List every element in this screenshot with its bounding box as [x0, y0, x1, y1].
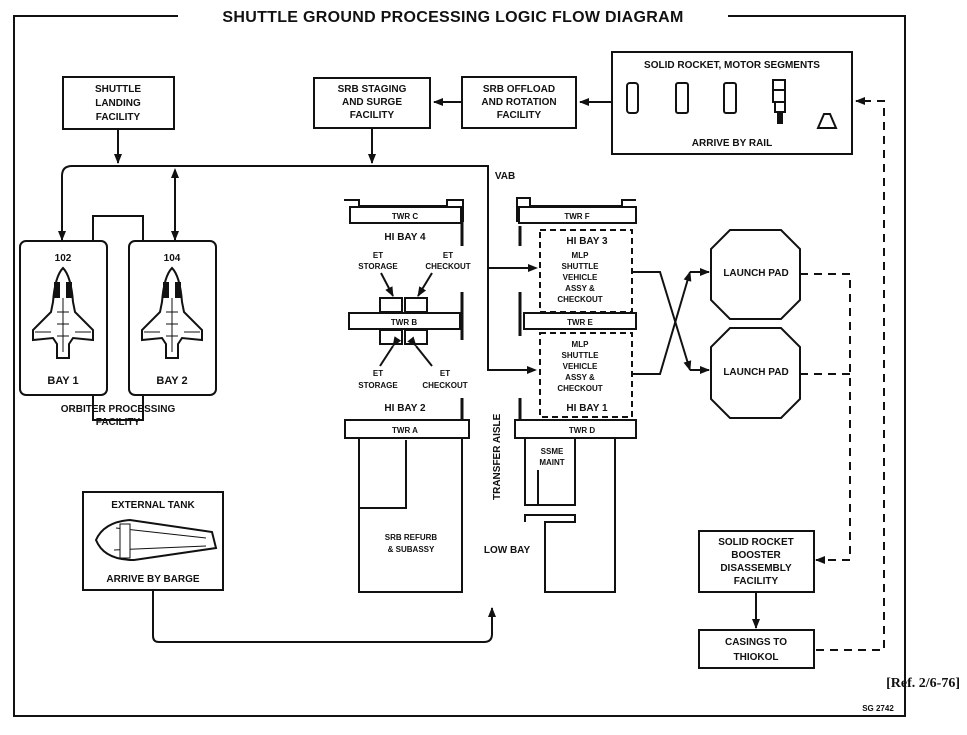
- svg-text:HI BAY 3: HI BAY 3: [566, 236, 608, 247]
- launch-pad-1: LAUNCH PAD: [710, 229, 801, 320]
- svg-text:SRB STAGING: SRB STAGING: [338, 84, 407, 95]
- svg-text:HI BAY 1: HI BAY 1: [566, 403, 608, 414]
- svg-text:FACILITY: FACILITY: [734, 576, 779, 587]
- svg-text:TWR B: TWR B: [391, 318, 417, 327]
- svg-text:STORAGE: STORAGE: [358, 262, 398, 271]
- svg-text:BOOSTER: BOOSTER: [731, 550, 781, 561]
- svg-text:SRB OFFLOAD: SRB OFFLOAD: [483, 84, 555, 95]
- svg-text:LAUNCH PAD: LAUNCH PAD: [723, 367, 788, 378]
- svg-text:TWR D: TWR D: [569, 426, 595, 435]
- svg-text:& SUBASSY: & SUBASSY: [388, 545, 435, 554]
- svg-text:DISASSEMBLY: DISASSEMBLY: [720, 563, 792, 574]
- svg-text:TWR A: TWR A: [392, 426, 418, 435]
- svg-text:TWR F: TWR F: [564, 212, 589, 221]
- branch-to-bay-1: [58, 165, 73, 241]
- svg-text:SHUTTLE: SHUTTLE: [562, 262, 600, 271]
- svg-text:SRB REFURB: SRB REFURB: [385, 533, 438, 542]
- svg-text:VEHICLE: VEHICLE: [563, 273, 598, 282]
- svg-text:SHUTTLE: SHUTTLE: [562, 351, 600, 360]
- svg-text:THIOKOL: THIOKOL: [734, 652, 779, 663]
- external-tank: EXTERNAL TANK ARRIVE BY BARGE: [82, 491, 224, 591]
- svg-text:BAY 1: BAY 1: [47, 375, 78, 387]
- svg-text:104: 104: [164, 253, 181, 264]
- pad1-to-disassembly: [800, 273, 851, 560]
- srm-nozzle-icon: [816, 113, 838, 129]
- svg-text:TWR C: TWR C: [392, 212, 418, 221]
- reference-note: [Ref. 2/6-76]: [886, 676, 960, 691]
- vab-label: VAB: [495, 171, 515, 182]
- diagram-title: SHUTTLE GROUND PROCESSING LOGIC FLOW DIA…: [222, 9, 683, 26]
- svg-text:ARRIVE BY BARGE: ARRIVE BY BARGE: [106, 574, 199, 585]
- svg-text:FACILITY: FACILITY: [96, 112, 141, 123]
- orbiter-icon: [32, 266, 94, 359]
- svg-text:SSME: SSME: [541, 447, 564, 456]
- svg-text:TWR E: TWR E: [567, 318, 593, 327]
- casings-to-thiokol: CASINGS TO THIOKOL: [698, 629, 815, 669]
- arrow-hibay1-to-pad1: [632, 271, 692, 375]
- svg-text:ET: ET: [443, 251, 453, 260]
- svg-text:AND SURGE: AND SURGE: [342, 97, 402, 108]
- svg-text:ARRIVE BY RAIL: ARRIVE BY RAIL: [692, 138, 772, 149]
- svg-text:LOW BAY: LOW BAY: [484, 545, 531, 556]
- svg-text:ASSY &: ASSY &: [565, 373, 595, 382]
- svg-text:MLP: MLP: [572, 340, 590, 349]
- casings-return-to-rail: [816, 97, 885, 651]
- svg-text:LANDING: LANDING: [95, 98, 141, 109]
- arrow-hibay3-to-pad2: [632, 271, 692, 371]
- svg-text:ET: ET: [440, 369, 450, 378]
- svg-text:ET: ET: [373, 369, 383, 378]
- transfer-aisle-label: TRANSFER AISLE: [492, 413, 503, 500]
- svg-text:ASSY &: ASSY &: [565, 284, 595, 293]
- svg-text:SOLID ROCKET, MOTOR SEGMENTS: SOLID ROCKET, MOTOR SEGMENTS: [644, 60, 820, 71]
- svg-text:FACILITY: FACILITY: [96, 417, 141, 428]
- svg-text:LAUNCH PAD: LAUNCH PAD: [723, 268, 788, 279]
- svg-text:CHECKOUT: CHECKOUT: [422, 381, 467, 390]
- srb-staging-facility: SRB STAGING AND SURGE FACILITY: [313, 77, 431, 129]
- svg-text:ORBITER PROCESSING: ORBITER PROCESSING: [61, 404, 176, 415]
- svg-text:CHECKOUT: CHECKOUT: [425, 262, 470, 271]
- svg-text:ET: ET: [373, 251, 383, 260]
- svg-text:102: 102: [55, 253, 72, 264]
- svg-text:FACILITY: FACILITY: [497, 110, 542, 121]
- vehicle-assembly-building: VAB TWR C HI BAY 4 ET STORAGE ET CHECKOU…: [344, 171, 637, 593]
- orbiter-icon: [141, 266, 203, 359]
- outer-frame: [13, 15, 906, 717]
- external-tank-icon: [94, 518, 218, 562]
- srb-disassembly-facility: SOLID ROCKET BOOSTER DISASSEMBLY FACILIT…: [698, 530, 815, 593]
- arrow-tank-to-vab: [152, 590, 496, 643]
- orbiter-processing-facility: 102 104 BAY 1 BAY 2 ORBITER PROCESSING F…: [19, 215, 217, 428]
- svg-text:AND ROTATION: AND ROTATION: [481, 97, 556, 108]
- svg-text:CHECKOUT: CHECKOUT: [557, 295, 602, 304]
- svg-text:HI BAY 4: HI BAY 4: [384, 232, 426, 243]
- svg-text:HI BAY 2: HI BAY 2: [384, 403, 426, 414]
- launch-pad-2: LAUNCH PAD: [710, 327, 801, 419]
- figure-number: SG 2742: [862, 704, 894, 713]
- svg-text:STORAGE: STORAGE: [358, 381, 398, 390]
- svg-text:CASINGS TO: CASINGS TO: [725, 637, 787, 648]
- solid-rocket-motor-segments: SOLID ROCKET, MOTOR SEGMENTS ARRIVE BY R…: [611, 51, 853, 155]
- shuttle-landing-facility: SHUTTLE LANDING FACILITY: [62, 76, 175, 130]
- svg-text:CHECKOUT: CHECKOUT: [557, 384, 602, 393]
- srb-offload-facility: SRB OFFLOAD AND ROTATION FACILITY: [461, 76, 577, 129]
- svg-text:VEHICLE: VEHICLE: [563, 362, 598, 371]
- svg-text:MAINT: MAINT: [539, 458, 564, 467]
- srm-aft-segment-icon: [772, 79, 786, 124]
- svg-text:EXTERNAL TANK: EXTERNAL TANK: [111, 500, 195, 511]
- svg-text:MLP: MLP: [572, 251, 590, 260]
- svg-text:SOLID ROCKET: SOLID ROCKET: [718, 537, 794, 548]
- svg-text:FACILITY: FACILITY: [350, 110, 395, 121]
- svg-text:SHUTTLE: SHUTTLE: [95, 84, 141, 95]
- svg-text:BAY 2: BAY 2: [156, 375, 187, 387]
